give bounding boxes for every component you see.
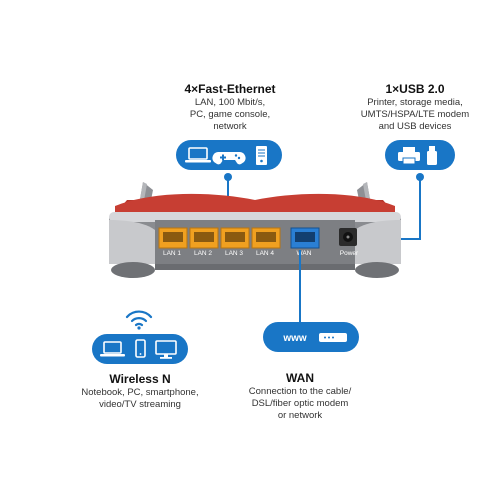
usb-connector-line-vertical (419, 177, 421, 240)
laptop-icon (100, 341, 125, 357)
wan-connector-line (299, 250, 301, 324)
laptop-icon (185, 147, 211, 163)
usb-icon-pill (385, 140, 455, 170)
usb-title: 1×USB 2.0 (385, 82, 445, 96)
wan-desc-line-3: or network (277, 410, 323, 421)
wan-description: Connection to the cable/ DSL/fiber optic… (225, 386, 375, 422)
usb-stick-icon (427, 146, 437, 165)
server-icon (256, 146, 267, 165)
wan-desc-line-1: Connection to the cable/ (248, 386, 352, 397)
wireless-icon-pill (92, 334, 188, 364)
usb-desc-line-1: Printer, storage media, (367, 97, 463, 108)
port-label-power: Power (339, 250, 359, 257)
port-label-lan4: LAN 4 (255, 250, 275, 257)
wireless-desc-line-2: video/TV streaming (99, 399, 181, 410)
lan-icon-pill (176, 140, 282, 170)
wan-title: WAN (286, 371, 314, 385)
port-label-wan: WAN (296, 250, 312, 257)
port-label-lan2: LAN 2 (193, 250, 213, 257)
wan-port (290, 227, 320, 249)
power-jack (339, 228, 357, 246)
lan-description: LAN, 100 Mbit/s, PC, game console, netwo… (150, 97, 310, 133)
lan-ports (158, 227, 281, 249)
router-image: LAN 1 LAN 2 LAN 3 LAN 4 WAN Power (95, 170, 415, 290)
wan-icon-pill: www (263, 322, 359, 352)
printer-icon (398, 147, 420, 165)
smartphone-icon (135, 339, 146, 358)
gamepad-icon (212, 152, 246, 165)
www-icon: www (282, 333, 307, 344)
lan-desc-line-2: PC, game console, (189, 109, 271, 120)
wireless-description: Notebook, PC, smartphone, video/TV strea… (60, 387, 220, 411)
lan-desc-line-3: network (213, 121, 247, 132)
svg-text:www: www (282, 333, 307, 344)
usb-description: Printer, storage media, UMTS/HSPA/LTE mo… (340, 97, 490, 133)
modem-icon (319, 333, 347, 342)
wireless-title: Wireless N (109, 372, 171, 386)
port-label-lan3: LAN 3 (224, 250, 244, 257)
port-label-lan1: LAN 1 (162, 250, 182, 257)
usb-desc-line-2: UMTS/HSPA/LTE modem (360, 109, 470, 120)
usb-desc-line-3: and USB devices (378, 121, 452, 132)
monitor-icon (155, 340, 177, 359)
wifi-icon (124, 308, 154, 330)
lan-title: 4×Fast-Ethernet (184, 82, 276, 96)
wireless-desc-line-1: Notebook, PC, smartphone, (81, 387, 199, 398)
lan-desc-line-1: LAN, 100 Mbit/s, (194, 97, 266, 108)
wan-desc-line-2: DSL/fiber optic modem (251, 398, 349, 409)
